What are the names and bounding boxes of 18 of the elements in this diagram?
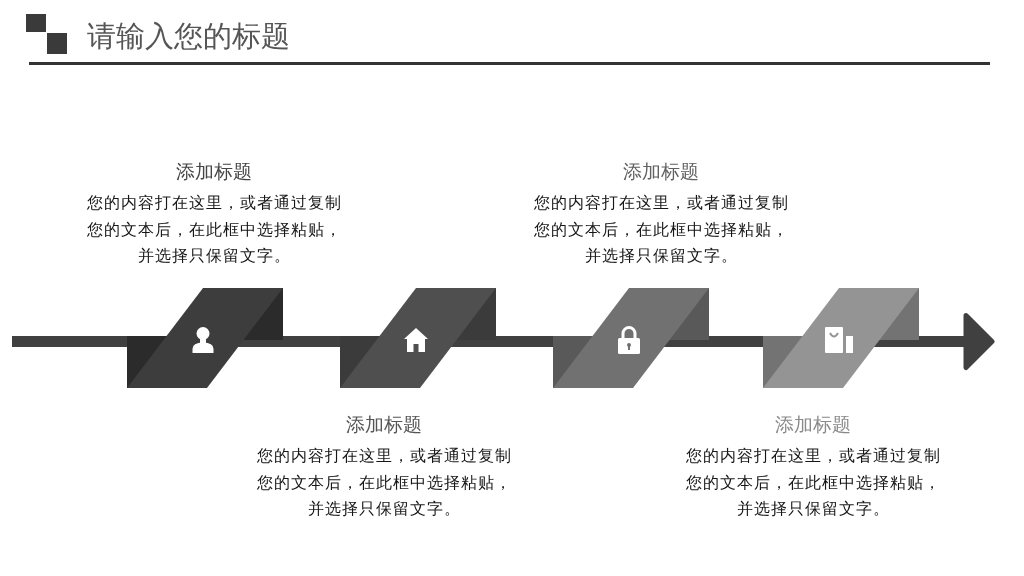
title: 请输入您的标题 <box>87 18 290 55</box>
step-heading: 添加标题 <box>775 412 851 436</box>
step-description: 您的内容打在这里，或者通过复制您的文本后，在此框中选择粘贴，并选择只保留文字。 <box>533 192 789 267</box>
step-heading: 添加标题 <box>176 159 252 183</box>
parallelogram-block <box>553 288 709 388</box>
step-description: 您的内容打在这里，或者通过复制您的文本后，在此框中选择粘贴，并选择只保留文字。 <box>685 445 941 520</box>
parallelogram-block <box>763 288 919 388</box>
arrow <box>873 313 995 370</box>
step-description: 您的内容打在这里，或者通过复制您的文本后，在此框中选择粘贴，并选择只保留文字。 <box>256 445 512 520</box>
connector-line <box>663 336 765 347</box>
connector-line <box>12 336 129 347</box>
step-heading: 添加标题 <box>623 159 699 183</box>
step-description: 您的内容打在这里，或者通过复制您的文本后，在此框中选择粘贴，并选择只保留文字。 <box>86 192 342 267</box>
step-heading: 添加标题 <box>346 412 422 436</box>
connector-line <box>237 336 342 347</box>
parallelogram-block <box>127 288 283 388</box>
parallelogram-block <box>340 288 496 388</box>
connector-line <box>450 336 555 347</box>
